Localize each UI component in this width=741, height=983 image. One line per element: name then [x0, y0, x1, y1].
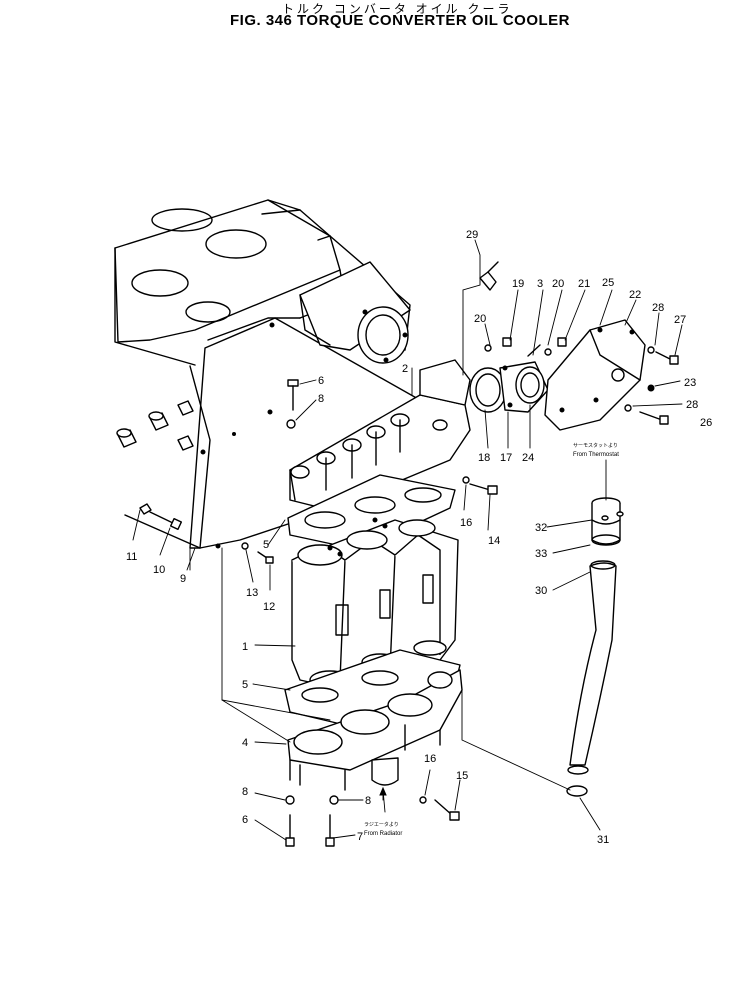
note-thermostat-en: From Thermostat — [573, 452, 619, 458]
callout-8b: 8 — [242, 786, 248, 798]
callout-17: 17 — [500, 452, 512, 464]
callout-8c: 8 — [365, 795, 371, 807]
callout-27: 27 — [674, 314, 686, 326]
dowel-pins — [116, 400, 194, 451]
callout-labels: 1 2 3 4 5 5 6 6 7 8 8 8 9 10 11 12 13 14… — [126, 229, 712, 846]
callout-11: 11 — [126, 551, 137, 563]
fasteners — [139, 261, 679, 847]
callout-30: 30 — [535, 585, 547, 597]
callout-5b: 5 — [242, 679, 248, 691]
callout-22: 22 — [629, 289, 641, 301]
figure-title: FIG. 346 TORQUE CONVERTER OIL COOLER — [230, 12, 570, 29]
callout-3: 3 — [537, 278, 543, 290]
callout-2: 2 — [402, 363, 408, 375]
callout-14: 14 — [488, 535, 500, 547]
cooler-upper-cover — [289, 359, 471, 511]
callout-26: 26 — [700, 417, 712, 429]
note-radiator-jp: ラジエータより — [364, 821, 399, 828]
callout-21: 21 — [578, 278, 590, 290]
callout-28a: 28 — [652, 302, 664, 314]
callout-18: 18 — [478, 452, 490, 464]
callout-20b: 20 — [552, 278, 564, 290]
callout-28b: 28 — [686, 399, 698, 411]
thermostat-housing-cover — [544, 319, 646, 431]
callout-6a: 6 — [318, 375, 324, 387]
callout-15: 15 — [456, 770, 468, 782]
upper-gasket — [287, 474, 456, 551]
callout-9: 9 — [180, 573, 186, 585]
block-outlet-elbow — [299, 261, 411, 364]
callout-16a: 16 — [460, 517, 472, 529]
cooler-core-assembly — [291, 517, 459, 691]
callout-33: 33 — [535, 548, 547, 560]
hose-assembly — [566, 497, 621, 797]
callout-31: 31 — [597, 834, 609, 846]
engine-block — [114, 199, 411, 549]
callout-19: 19 — [512, 278, 524, 290]
callout-23: 23 — [684, 377, 696, 389]
callout-29: 29 — [466, 229, 478, 241]
callout-32: 32 — [535, 522, 547, 534]
leader-lines — [132, 239, 683, 841]
callout-7: 7 — [357, 831, 363, 843]
note-thermostat-jp: サーモスタットより — [573, 442, 618, 449]
callout-6b: 6 — [242, 814, 248, 826]
callout-8a: 8 — [318, 393, 324, 405]
callout-4: 4 — [242, 737, 248, 749]
cooler-lower-cover — [287, 669, 463, 791]
flow-notes: サーモスタットより From Thermostat ラジエータより From R… — [364, 442, 619, 837]
note-radiator-en: From Radiator — [364, 831, 402, 837]
callout-1: 1 — [242, 641, 248, 653]
callout-24: 24 — [522, 452, 534, 464]
callout-16b: 16 — [424, 753, 436, 765]
callout-20a: 20 — [474, 313, 486, 325]
callout-10: 10 — [153, 564, 165, 576]
callout-25: 25 — [602, 277, 614, 289]
callout-13: 13 — [246, 587, 258, 599]
outlet-elbow-assembly — [469, 361, 549, 413]
callout-5a: 5 — [263, 539, 269, 551]
callout-12: 12 — [263, 601, 275, 613]
title-japanese: トルク コンバータ オイル クーラ — [282, 2, 513, 16]
